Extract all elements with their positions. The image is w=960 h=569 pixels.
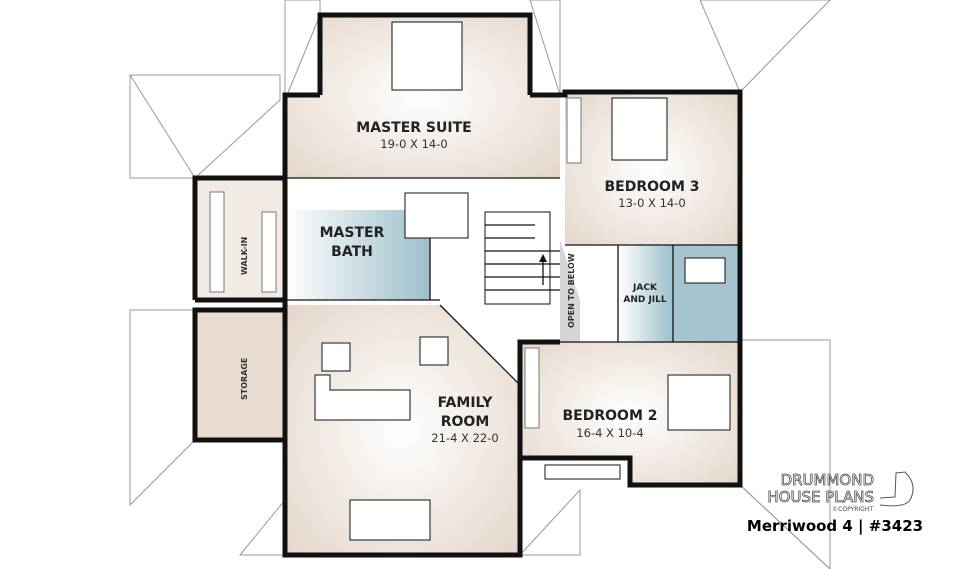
- sofa: [314, 374, 411, 421]
- family-room-dims: 21-4 X 22-0: [431, 431, 498, 445]
- bedroom3-label: BEDROOM 3: [605, 179, 700, 195]
- family-room-label-2: ROOM: [441, 414, 490, 430]
- bedroom3-bed: [611, 97, 668, 161]
- drummond-logo: DRUMMOND HOUSE PLANS ©COPYRIGHT: [767, 471, 914, 513]
- svg-text:HOUSE PLANS: HOUSE PLANS: [767, 488, 874, 506]
- furniture: [209, 21, 731, 541]
- master-bath-label-2: BATH: [331, 244, 373, 260]
- bedroom2-label: BEDROOM 2: [563, 408, 658, 424]
- plan-title: Merriwood 4 | #3423: [747, 517, 923, 536]
- room-fills: [195, 15, 740, 555]
- bathtub: [404, 192, 469, 239]
- walls: [192, 12, 743, 558]
- storage-label: STORAGE: [240, 358, 249, 400]
- pool-table: [349, 499, 431, 541]
- jack-and-jill-label-2: AND JILL: [623, 295, 667, 305]
- master-suite-dims: 19-0 X 14-0: [380, 137, 447, 151]
- svg-text:©COPYRIGHT: ©COPYRIGHT: [832, 506, 873, 513]
- logo-mark-icon: [879, 471, 914, 507]
- family-room-label-1: FAMILY: [438, 395, 494, 411]
- master-bath-label-1: MASTER: [320, 225, 385, 241]
- walk-in-label: WALK-IN: [240, 237, 249, 275]
- jack-and-jill-label-1: JACK: [632, 283, 658, 293]
- bedroom2-dims: 16-4 X 10-4: [576, 426, 643, 440]
- tub-jj: [684, 257, 726, 284]
- svg-text:DRUMMOND: DRUMMOND: [781, 471, 874, 489]
- open-to-below-label: OPEN TO BELOW: [567, 253, 576, 328]
- staircase: [484, 211, 560, 305]
- master-suite-label: MASTER SUITE: [356, 120, 471, 136]
- desk: [544, 464, 621, 480]
- master-bed: [391, 21, 463, 91]
- bedroom2-bed: [667, 374, 731, 431]
- bedroom3-dims: 13-0 X 14-0: [618, 196, 685, 210]
